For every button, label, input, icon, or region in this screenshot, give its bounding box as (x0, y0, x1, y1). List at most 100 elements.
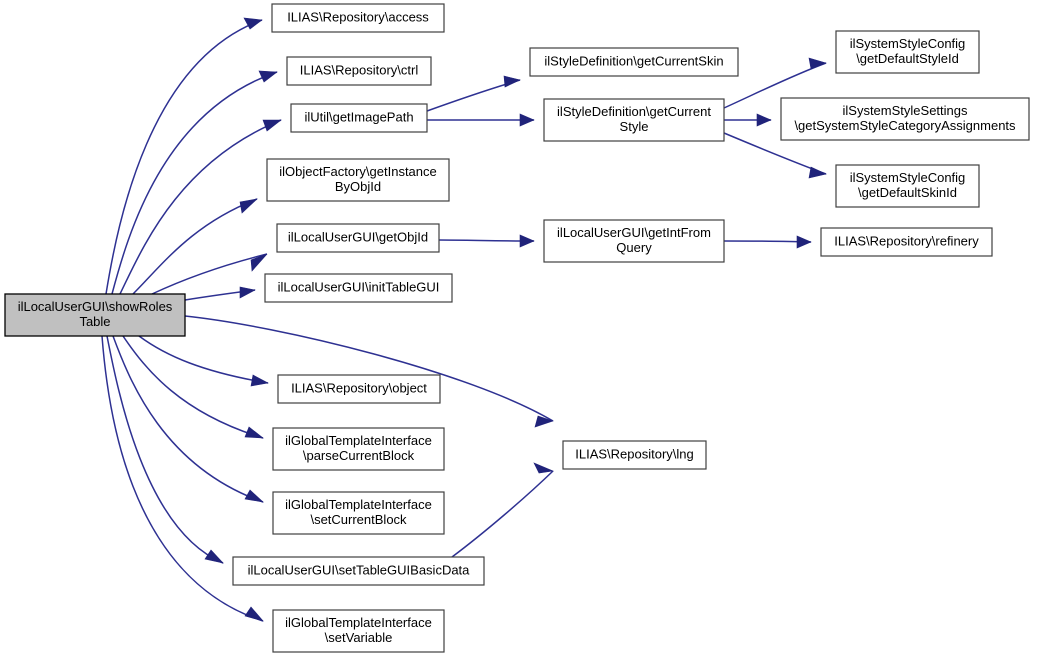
edge-line (122, 335, 264, 439)
edge-line (111, 71, 278, 295)
call-edge-root-to-getImagePath (119, 119, 282, 295)
node-label-line: \setCurrentBlock (310, 512, 407, 527)
call-edge-root-to-lng (184, 315, 554, 428)
call-edge-getObjId-to-getIntFromQuery (438, 234, 535, 248)
graph-node-setCurrentBlock[interactable]: ilGlobalTemplateInterface\setCurrentBloc… (272, 491, 445, 535)
arrowhead-icon (239, 198, 258, 214)
arrowhead-icon (519, 113, 535, 127)
edge-line (106, 335, 224, 564)
graph-node-getDefaultSkinId[interactable]: ilSystemStyleConfig\getDefaultSkinId (835, 164, 980, 208)
call-edge-root-to-ctrl (111, 70, 278, 295)
edge-line (101, 335, 264, 622)
node-label-line: ILIAS\Repository\access (287, 9, 429, 24)
edge-line (184, 315, 554, 422)
arrowhead-icon (250, 253, 268, 272)
arrowhead-icon (244, 489, 264, 503)
node-box[interactable] (835, 30, 980, 74)
node-label-line: ilGlobalTemplateInterface (285, 433, 432, 448)
graph-node-getSystemStyleCategoryAssignments[interactable]: ilSystemStyleSettings\getSystemStyleCate… (780, 97, 1030, 141)
node-label-line: ilGlobalTemplateInterface (285, 615, 432, 630)
node-box[interactable] (543, 219, 725, 263)
node-label-line: \getDefaultStyleId (856, 51, 959, 66)
call-edge-getCurrentStyle-to-getDefaultSkinId (723, 132, 827, 179)
arrowhead-icon (244, 606, 264, 622)
node-box[interactable] (4, 293, 186, 337)
graph-node-getCurrentSkin[interactable]: ilStyleDefinition\getCurrentSkin (529, 47, 739, 77)
node-label-line: \getDefaultSkinId (858, 185, 957, 200)
node-box[interactable] (232, 556, 485, 586)
arrowhead-icon (519, 234, 535, 248)
node-label-line: \setVariable (325, 630, 393, 645)
node-label-line: ILIAS\Repository\lng (575, 446, 694, 461)
arrowhead-icon (250, 374, 269, 387)
graph-node-refinery[interactable]: ILIAS\Repository\refinery (820, 227, 993, 257)
edge-line (105, 19, 263, 295)
arrowhead-icon (533, 462, 555, 474)
node-box[interactable] (277, 374, 441, 404)
graph-node-lng[interactable]: ILIAS\Repository\lng (562, 440, 707, 470)
graph-node-initTableGUI[interactable]: ilLocalUserGUI\initTableGUI (264, 273, 453, 303)
arrowhead-icon (808, 166, 827, 179)
edge-line (138, 335, 269, 384)
graph-node-getDefaultStyleId[interactable]: ilSystemStyleConfig\getDefaultStyleId (835, 30, 980, 74)
node-label-line: ILIAS\Repository\refinery (834, 233, 979, 248)
node-box[interactable] (272, 491, 445, 535)
graph-node-getImagePath[interactable]: ilUtil\getImagePath (290, 103, 428, 133)
node-box[interactable] (820, 227, 993, 257)
arrowhead-icon (796, 235, 812, 249)
node-label-line: ilLocalUserGUI\getIntFrom (557, 225, 711, 240)
node-label-line: ilObjectFactory\getInstance (279, 164, 437, 179)
graph-node-ctrl[interactable]: ILIAS\Repository\ctrl (286, 56, 432, 86)
node-label-line: ilLocalUserGUI\setTableGUIBasicData (248, 562, 471, 577)
call-edge-root-to-initTableGUI (184, 286, 256, 301)
node-label-line: ilSystemStyleConfig (850, 36, 966, 51)
graph-node-parseCurrentBlock[interactable]: ilGlobalTemplateInterface\parseCurrentBl… (272, 427, 445, 471)
call-edge-root-to-access (105, 17, 263, 295)
graph-node-access[interactable]: ILIAS\Repository\access (271, 3, 445, 33)
node-label-line: ILIAS\Repository\object (291, 380, 427, 395)
node-label-line: ilSystemStyleConfig (850, 170, 966, 185)
node-box[interactable] (271, 3, 445, 33)
node-label-line: ByObjId (335, 179, 381, 194)
node-box[interactable] (529, 47, 739, 77)
arrowhead-icon (262, 119, 282, 132)
node-box[interactable] (272, 609, 445, 653)
call-edge-root-to-getInstanceByObjId (132, 198, 258, 295)
arrowhead-icon (258, 70, 278, 83)
node-box[interactable] (543, 98, 725, 142)
call-edge-root-to-setVariable (101, 335, 264, 622)
edge-line (132, 198, 258, 295)
node-label-line: ilLocalUserGUI\showRoles (18, 299, 173, 314)
node-box[interactable] (276, 223, 440, 253)
node-box[interactable] (290, 103, 428, 133)
node-box[interactable] (286, 56, 432, 86)
arrowhead-icon (534, 415, 554, 428)
node-box[interactable] (562, 440, 707, 470)
node-box[interactable] (266, 158, 450, 202)
call-edge-getCurrentStyle-to-getSystemStyleCategoryAssignments (724, 113, 772, 127)
graph-node-setVariable[interactable]: ilGlobalTemplateInterface\setVariable (272, 609, 445, 653)
node-box[interactable] (835, 164, 980, 208)
edges-layer (101, 17, 827, 622)
call-edge-getCurrentStyle-to-getDefaultStyleId (723, 57, 827, 109)
node-label-line: \parseCurrentBlock (303, 448, 415, 463)
graph-node-getObjId[interactable]: ilLocalUserGUI\getObjId (276, 223, 440, 253)
call-edge-getImagePath-to-getCurrentSkin (426, 75, 521, 112)
arrowhead-icon (243, 17, 263, 30)
node-box[interactable] (272, 427, 445, 471)
graph-node-setTableGUIBasicData[interactable]: ilLocalUserGUI\setTableGUIBasicData (232, 556, 485, 586)
node-box[interactable] (264, 273, 453, 303)
node-label-line: ilGlobalTemplateInterface (285, 497, 432, 512)
graph-node-object[interactable]: ILIAS\Repository\object (277, 374, 441, 404)
node-label-line: Table (79, 314, 110, 329)
node-label-line: ilStyleDefinition\getCurrent (557, 104, 711, 119)
node-label-line: Query (616, 240, 652, 255)
arrowhead-icon (204, 549, 224, 564)
node-box[interactable] (780, 97, 1030, 141)
arrowhead-icon (239, 286, 256, 299)
